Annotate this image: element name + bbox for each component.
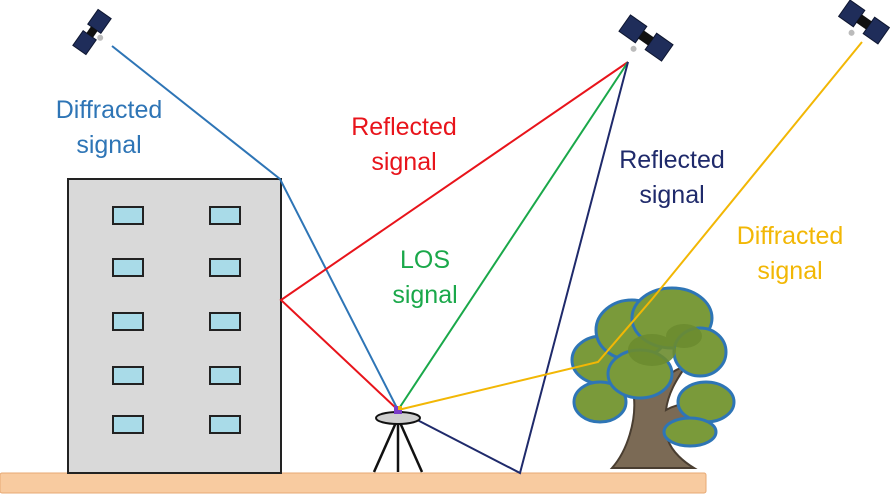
label-line-2: signal [639, 181, 704, 209]
satellite-icon [72, 8, 112, 56]
label-reflected-ground: Reflected signal [619, 146, 725, 209]
satellite-icon [618, 14, 674, 62]
reflected-signal-path-ground [397, 61, 629, 475]
label-los: LOS signal [392, 246, 457, 309]
building-window [209, 258, 241, 277]
building-window [209, 415, 241, 434]
satellite-icon [837, 0, 891, 45]
building-window [112, 206, 144, 225]
label-line-1: LOS [400, 246, 450, 274]
building-window [209, 206, 241, 225]
building-window [209, 366, 241, 385]
label-line-2: signal [371, 148, 436, 176]
label-line-2: signal [76, 131, 141, 159]
diffracted-signal-path-building [111, 45, 399, 411]
building-window [112, 312, 144, 331]
ground [0, 472, 707, 494]
label-diffracted-building: Diffracted signal [56, 96, 163, 159]
signal-paths [111, 41, 863, 475]
los-signal-path [397, 61, 629, 411]
antenna-receiver-icon [372, 406, 424, 473]
building-window [112, 415, 144, 434]
label-diffracted-tree: Diffracted signal [737, 222, 844, 285]
label-line-1: Reflected [351, 113, 457, 141]
label-line-2: signal [757, 257, 822, 285]
label-line-2: signal [392, 281, 457, 309]
building-window [112, 366, 144, 385]
label-line-1: Diffracted [56, 96, 163, 124]
reflected-signal-path-building [279, 61, 629, 411]
label-reflected-building: Reflected signal [351, 113, 457, 176]
label-line-1: Diffracted [737, 222, 844, 250]
diffracted-signal-path-tree [397, 41, 863, 411]
building-window [209, 312, 241, 331]
label-line-1: Reflected [619, 146, 725, 174]
building-icon [67, 178, 282, 474]
tree-icon [570, 286, 736, 469]
building-window [112, 258, 144, 277]
